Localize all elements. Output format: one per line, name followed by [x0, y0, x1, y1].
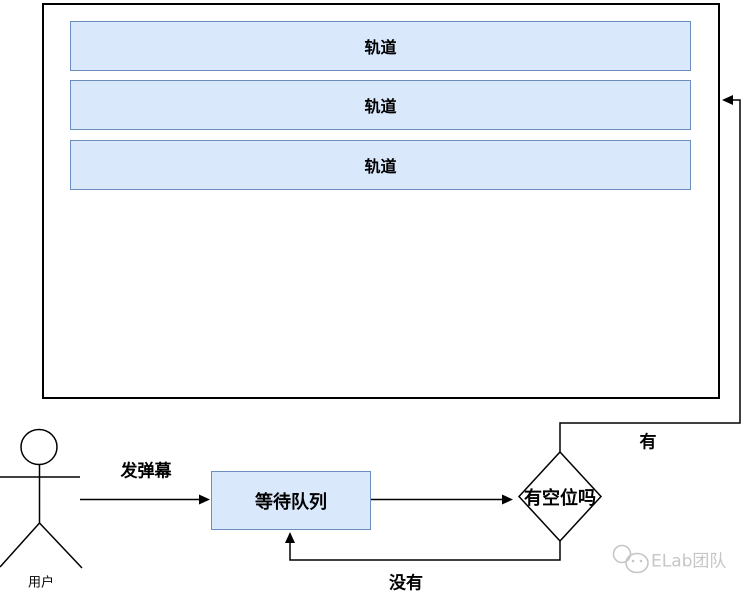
waiting-queue-node: 等待队列: [211, 471, 371, 530]
no-branch-arrowhead: [285, 532, 295, 543]
track-lane-2: 轨道: [70, 80, 691, 130]
no-branch-connector: [285, 532, 561, 561]
queue-to-decision-arrow: [371, 494, 513, 505]
send-arrow-label: 发弹幕: [120, 461, 172, 482]
track-lane-3-label: 轨道: [364, 157, 397, 176]
actor-figure: [0, 428, 83, 569]
elab-logo-icon: [612, 544, 649, 574]
actor-head: [20, 428, 58, 466]
track-lane-1: 轨道: [70, 21, 691, 71]
queue-to-decision-arrowhead: [502, 494, 513, 505]
track-lane-1-label: 轨道: [364, 38, 397, 57]
send-arrow: [80, 494, 210, 505]
yes-branch-arrowhead: [722, 95, 733, 105]
yes-branch-label: 有: [639, 432, 657, 453]
actor-legs: [0, 522, 83, 569]
track-lane-3: 轨道: [70, 140, 691, 190]
decision-label: 有空位吗: [524, 488, 596, 509]
watermark-text: ELab团队: [651, 551, 727, 572]
track-lane-2-label: 轨道: [364, 97, 397, 116]
no-branch-label: 没有: [389, 573, 423, 592]
actor-label: 用户: [27, 575, 55, 591]
waiting-queue-label: 等待队列: [255, 491, 327, 513]
send-arrowhead: [199, 494, 210, 505]
